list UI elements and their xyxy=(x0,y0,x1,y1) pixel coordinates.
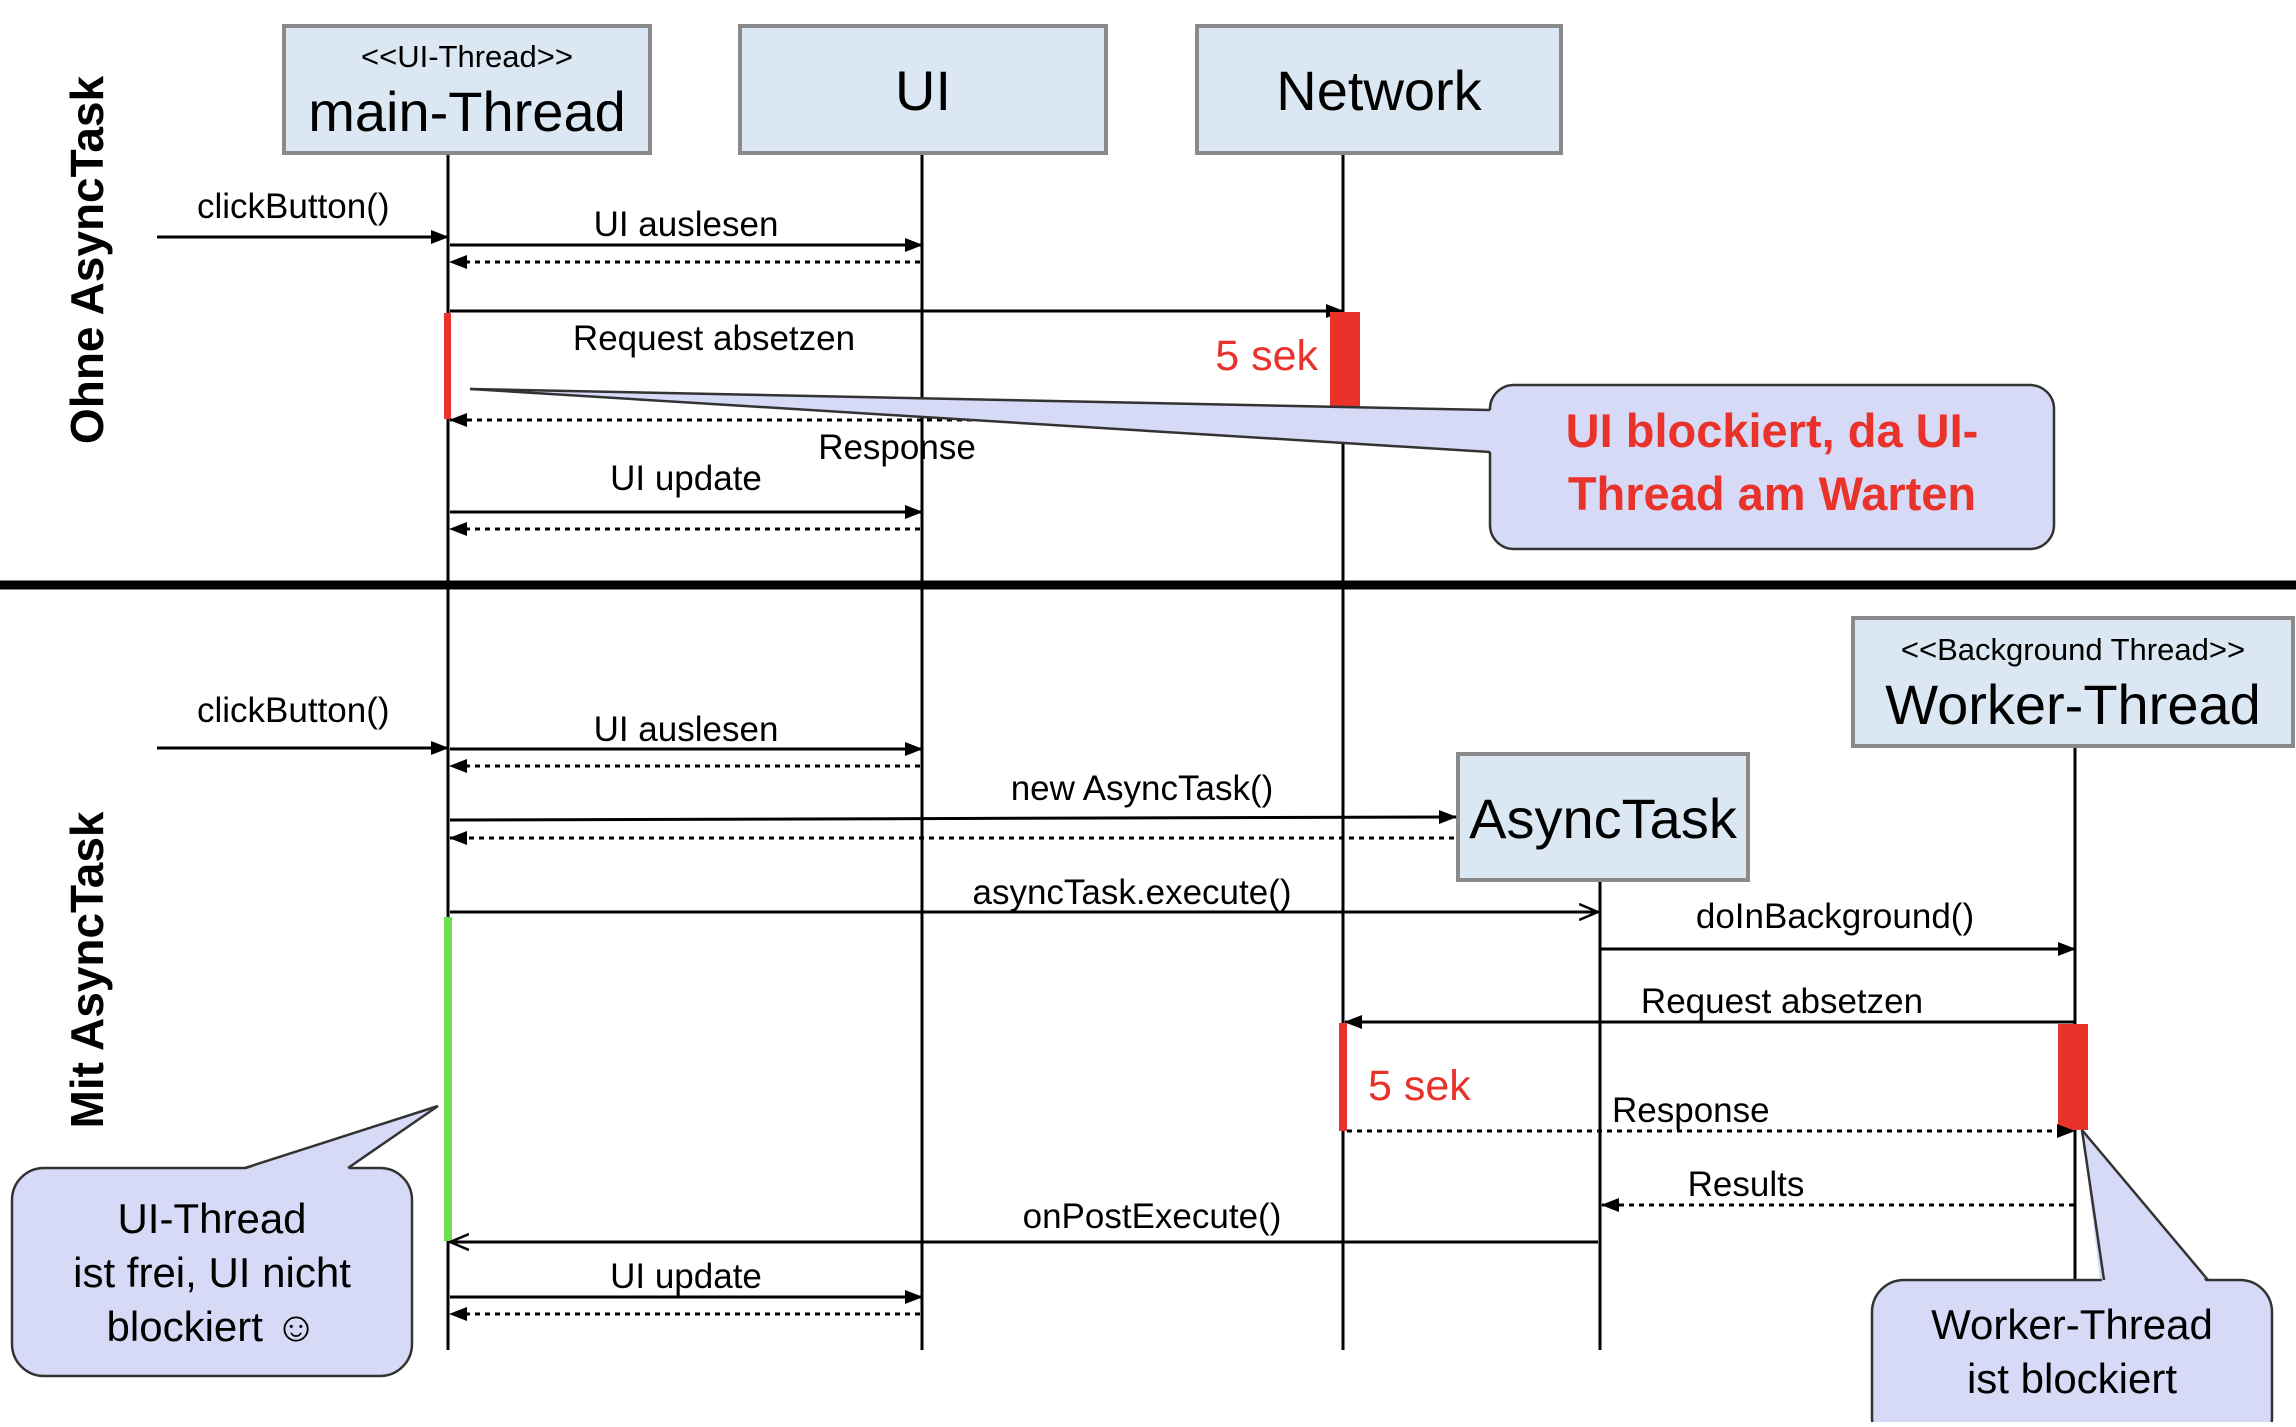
participant-asynctask: AsyncTask xyxy=(1456,752,1750,882)
worker-thread-stereotype: <<Background Thread>> xyxy=(1901,632,2245,667)
participant-main-thread: <<UI-Thread>> main-Thread xyxy=(282,24,652,155)
top-response-label: Response xyxy=(818,428,976,467)
bottom-execute-label: asyncTask.execute() xyxy=(972,873,1291,912)
ui-name: UI xyxy=(895,59,951,122)
section-label-mit-asynctask: Mit AsyncTask xyxy=(61,811,113,1128)
worker-blocked-line1: Worker-Thread xyxy=(1931,1301,2213,1348)
top-request-label: Request absetzen xyxy=(573,319,855,358)
worker-thread-name: Worker-Thread xyxy=(1885,673,2261,736)
bottom-wait-time-label: 5 sek xyxy=(1368,1062,1471,1110)
bottom-doinbackground-label: doInBackground() xyxy=(1696,897,1974,936)
participant-ui: UI xyxy=(738,24,1108,155)
bottom-request-label: Request absetzen xyxy=(1641,982,1923,1021)
bottom-worker-blocked-callout: Worker-Thread ist blockiert xyxy=(1870,1129,2274,1427)
top-network-busy-bar xyxy=(1330,312,1360,406)
bottom-clickbutton-label: clickButton() xyxy=(197,691,390,730)
network-name: Network xyxy=(1276,59,1482,122)
bottom-new-asynctask-label: new AsyncTask() xyxy=(1011,769,1274,808)
bottom-network-busy-bar xyxy=(1339,1023,1347,1131)
top-blocked-callout: UI blockiert, da UI- Thread am Warten xyxy=(469,383,2056,551)
bottom-ui-update-label: UI update xyxy=(610,1257,762,1296)
participant-network: Network xyxy=(1195,24,1563,155)
top-callout-line2: Thread am Warten xyxy=(1568,467,1976,520)
bottom-ui-free-callout: UI-Thread ist frei, UI nicht blockiert ☺ xyxy=(10,1104,439,1378)
bottom-results-label: Results xyxy=(1688,1165,1805,1204)
top-callout-line1: UI blockiert, da UI- xyxy=(1566,404,1979,457)
bottom-ui-auslesen-label: UI auslesen xyxy=(594,710,779,749)
top-ui-update-label: UI update xyxy=(610,459,762,498)
bottom-response-label: Response xyxy=(1612,1091,1770,1130)
main-thread-stereotype: <<UI-Thread>> xyxy=(361,39,573,74)
ui-free-line1: UI-Thread xyxy=(117,1195,306,1242)
ui-free-line3: blockiert ☺ xyxy=(107,1303,318,1350)
participant-worker-thread: <<Background Thread>> Worker-Thread xyxy=(1851,616,2295,748)
ui-free-line2: ist frei, UI nicht xyxy=(73,1249,351,1296)
worker-blocked-line2: ist blockiert xyxy=(1967,1355,2177,1402)
top-wait-time-label: 5 sek xyxy=(1215,332,1318,380)
bottom-onpostexecute-label: onPostExecute() xyxy=(1023,1197,1282,1236)
section-label-ohne-asynctask: Ohne AsyncTask xyxy=(61,76,113,445)
bottom-worker-blocked-bar xyxy=(2058,1024,2088,1130)
bottom-new-asynctask-arrow xyxy=(449,810,1457,825)
top-clickbutton-label: clickButton() xyxy=(197,187,390,226)
bottom-main-thread-free-bar xyxy=(444,917,452,1241)
top-ui-auslesen-label: UI auslesen xyxy=(594,205,779,244)
main-thread-name: main-Thread xyxy=(308,80,625,143)
asynctask-name: AsyncTask xyxy=(1469,787,1738,850)
top-main-thread-blocked-bar xyxy=(444,313,451,419)
